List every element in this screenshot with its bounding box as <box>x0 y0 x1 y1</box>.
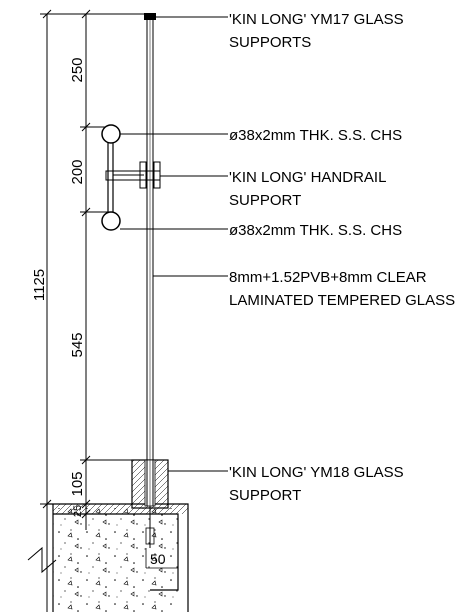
leader-lines <box>120 16 228 472</box>
upper-chs-tube <box>101 124 121 144</box>
dim-tick <box>81 455 91 465</box>
break-line-symbol <box>27 546 57 574</box>
anchor-bolt-head <box>145 527 155 545</box>
dim-segment-label: 105 <box>69 471 86 496</box>
bracket-plate <box>153 161 161 189</box>
callout-top-support-line1: 'KIN LONG' YM17 GLASS <box>229 11 404 28</box>
callout-glass-line1: 8mm+1.52PVB+8mm CLEAR <box>229 269 427 286</box>
dim-tick <box>81 122 91 132</box>
dim-segment-label: 250 <box>69 57 86 82</box>
dim-tick <box>81 207 91 217</box>
handrail-assembly <box>101 124 161 231</box>
callout-top-support-line2: SUPPORTS <box>229 34 311 51</box>
slab-concrete <box>53 508 178 612</box>
callout-bottom-support-line2: SUPPORT <box>229 487 301 504</box>
lower-chs-tube <box>101 211 121 231</box>
dim-tick <box>81 9 91 19</box>
callout-handrail-support-line2: SUPPORT <box>229 192 301 209</box>
bracket-plate <box>139 161 147 189</box>
top-glass-clamp <box>144 13 156 20</box>
callout-handrail-support-line1: 'KIN LONG' HANDRAIL <box>229 169 386 186</box>
dim-50-label: 50 <box>150 551 166 567</box>
callout-lower-chs: ø38x2mm THK. S.S. CHS <box>229 222 402 239</box>
callout-upper-chs: ø38x2mm THK. S.S. CHS <box>229 127 402 144</box>
dim-segment-label: 200 <box>69 159 86 184</box>
dim-segment-label: 545 <box>69 332 86 357</box>
dim-total-label: 1125 <box>31 269 48 301</box>
dim-tick <box>42 9 52 19</box>
callout-labels: 'KIN LONG' YM17 GLASS SUPPORTS ø38x2mm T… <box>229 11 455 504</box>
dimension-group <box>40 9 170 612</box>
callout-glass-line2: LAMINATED TEMPERED GLASS <box>229 292 455 309</box>
glass-panel <box>146 18 154 506</box>
callout-bottom-support-line1: 'KIN LONG' YM18 GLASS <box>229 464 404 481</box>
